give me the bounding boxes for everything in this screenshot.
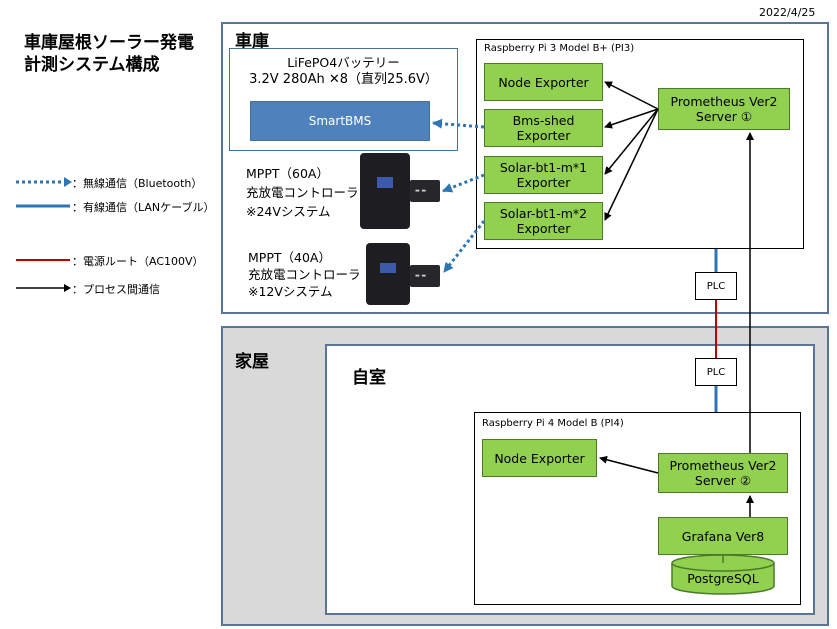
bluetooth-module-40a-icon: ▬ ▬ bbox=[410, 265, 440, 287]
legend-lines bbox=[16, 177, 72, 292]
legend-item-process: ：プロセス間通信 bbox=[72, 283, 160, 296]
mppt40-line-3: ※12Vシステム bbox=[248, 284, 333, 299]
battery-line-2: 3.2V 280Ah ✕8（直列25.6V） bbox=[249, 72, 438, 87]
solar2-exporter-box: Solar-bt1-m*2 Exporter bbox=[484, 202, 603, 240]
legend-wireless-arrowhead bbox=[64, 177, 72, 187]
bluetooth-module-60a-icon: ▬ ▬ bbox=[410, 180, 440, 202]
title-line-2: 計測システム構成 bbox=[24, 55, 160, 75]
grafana-box: Grafana Ver8 bbox=[658, 517, 788, 555]
garage-title: 車庫 bbox=[235, 32, 269, 52]
pi4-label: Raspberry Pi 4 Model B (PI4) bbox=[482, 418, 624, 429]
postgresql-label: PostgreSQL bbox=[687, 571, 759, 586]
battery-line-1: LiFePO4バッテリー bbox=[287, 55, 400, 70]
pi4-node-exporter-box: Node Exporter bbox=[482, 439, 597, 477]
legend-item-wireless: ：無線通信（Bluetooth） bbox=[72, 177, 203, 190]
plc-house-box: PLC bbox=[695, 358, 737, 386]
mppt40-line-2: 充放電コントローラ bbox=[248, 267, 361, 282]
plc-garage-box: PLC bbox=[695, 272, 737, 300]
mppt60-text: MPPT（60A） 充放電コントローラ ※24Vシステム bbox=[246, 164, 359, 221]
mppt60-line-1: MPPT（60A） bbox=[246, 166, 329, 181]
legend: ：無線通信（Bluetooth） ：有線通信（LANケーブル） ：電源ルート（A… bbox=[14, 170, 219, 300]
prometheus-server-1-box: Prometheus Ver2 Server ① bbox=[658, 88, 790, 130]
legend-process-arrowhead bbox=[64, 284, 71, 292]
mppt60-line-2: 充放電コントローラ bbox=[246, 185, 359, 200]
controller-screen-icon bbox=[380, 263, 396, 273]
legend-item-wired: ：有線通信（LANケーブル） bbox=[72, 201, 215, 214]
legend-item-power: ：電源ルート（AC100V） bbox=[72, 255, 204, 268]
mppt40-line-1: MPPT（40A） bbox=[248, 250, 331, 265]
charge-controller-60a-icon bbox=[360, 153, 410, 229]
mppt60-line-3: ※24Vシステム bbox=[246, 204, 331, 219]
bms-exporter-box: Bms-shed Exporter bbox=[484, 109, 603, 147]
smartbms-box: SmartBMS bbox=[250, 101, 430, 141]
mppt40-text: MPPT（40A） 充放電コントローラ ※12Vシステム bbox=[248, 249, 361, 300]
diagram-title: 車庫屋根ソーラー発電 計測システム構成 bbox=[24, 32, 194, 76]
title-line-1: 車庫屋根ソーラー発電 bbox=[24, 33, 194, 53]
pi3-node-exporter-box: Node Exporter bbox=[484, 63, 603, 101]
house-title: 家屋 bbox=[235, 352, 269, 372]
charge-controller-40a-icon bbox=[366, 243, 410, 305]
pi3-label: Raspberry Pi 3 Model B+ (PI3) bbox=[484, 43, 635, 54]
prometheus-server-2-box: Prometheus Ver2 Server ② bbox=[658, 453, 788, 493]
solar1-exporter-box: Solar-bt1-m*1 Exporter bbox=[484, 156, 603, 194]
room-title: 自室 bbox=[352, 368, 386, 388]
controller-screen-icon bbox=[377, 177, 393, 188]
date-label: 2022/4/25 bbox=[759, 6, 816, 19]
